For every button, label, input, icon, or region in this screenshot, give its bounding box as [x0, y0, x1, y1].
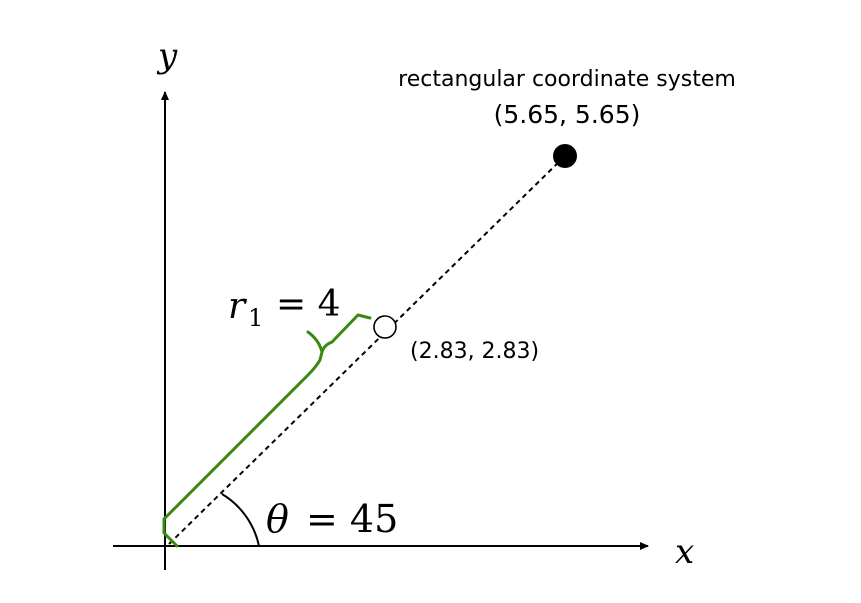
ray-dashed-line — [168, 155, 566, 545]
y-axis-label: y — [156, 36, 178, 76]
radius-brace-tip — [306, 330, 324, 354]
radius-brace — [162, 313, 372, 548]
radius-subscript: 1 — [248, 304, 263, 332]
point-near-coords: (2.83, 2.83) — [410, 339, 539, 364]
angle-arc — [221, 493, 260, 547]
point-far-coords: (5.65, 5.65) — [494, 100, 641, 129]
radius-symbol: r — [228, 286, 247, 327]
angle-value: = 45 — [306, 497, 398, 541]
point-far-marker — [553, 144, 577, 168]
x-axis-label: x — [675, 532, 694, 572]
point-near-marker — [373, 315, 397, 339]
angle-symbol: θ — [266, 497, 289, 541]
point-far-caption: rectangular coordinate system — [398, 67, 736, 92]
radius-value: = 4 — [276, 284, 341, 325]
